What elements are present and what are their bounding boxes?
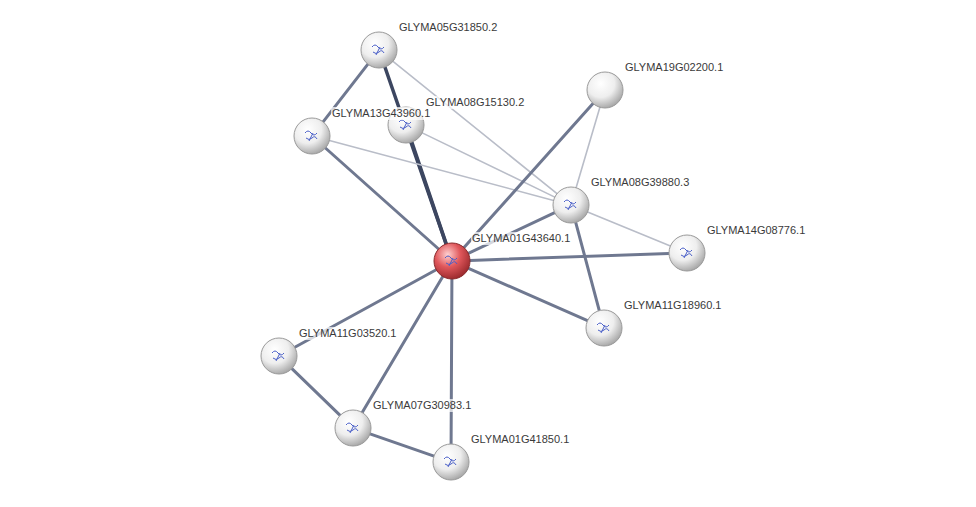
interaction-edge [329,141,553,201]
interaction-edge [469,268,588,320]
protein-node: GLYMA19G02200.1 [586,71,624,109]
protein-node: GLYMA01G43640.1 [433,242,471,280]
interaction-edge [422,133,555,197]
node-label: GLYMA07G30983.1 [372,399,472,412]
node-label: GLYMA08G39880.3 [590,176,690,189]
interaction-edge [385,67,446,244]
interaction-edge [325,148,438,249]
interaction-edge [576,222,600,310]
node-sphere [360,31,398,69]
node-label: GLYMA13G43960.1 [331,107,431,120]
protein-node: GLYMA08G39880.3 [552,186,590,224]
node-sphere [585,309,623,347]
protein-node: GLYMA13G43960.1 [293,117,331,155]
node-label: GLYMA19G02200.1 [624,61,724,74]
protein-node: GLYMA07G30983.1 [334,409,372,447]
node-sphere [432,443,470,481]
node-label: GLYMA11G18960.1 [623,299,722,312]
node-sphere [433,242,471,280]
interaction-edge [470,254,669,261]
protein-node: GLYMA11G18960.1 [585,309,623,347]
node-sphere [586,71,624,109]
protein-node: GLYMA14G08776.1 [668,234,706,272]
node-sphere [552,186,590,224]
interaction-edge [450,279,454,444]
interaction-edge [362,277,443,413]
protein-node: GLYMA01G41850.1 [432,443,470,481]
node-label: GLYMA05G31850.2 [398,21,498,34]
protein-node: GLYMA05G31850.2 [360,31,398,69]
node-label: GLYMA08G15130.2 [425,96,525,109]
node-label: GLYMA11G03520.1 [298,327,397,340]
node-label: GLYMA14G08776.1 [706,224,806,237]
interaction-edge [295,270,436,348]
interaction-edge [588,212,671,246]
node-sphere [293,117,331,155]
node-label: GLYMA01G41850.1 [470,433,570,446]
node-sphere [668,234,706,272]
node-label: GLYMA01G43640.1 [471,232,571,245]
interaction-edge [292,369,340,416]
protein-node: GLYMA11G03520.1 [260,337,298,375]
node-sphere [260,337,298,375]
interaction-edge [370,434,434,456]
node-sphere [334,409,372,447]
